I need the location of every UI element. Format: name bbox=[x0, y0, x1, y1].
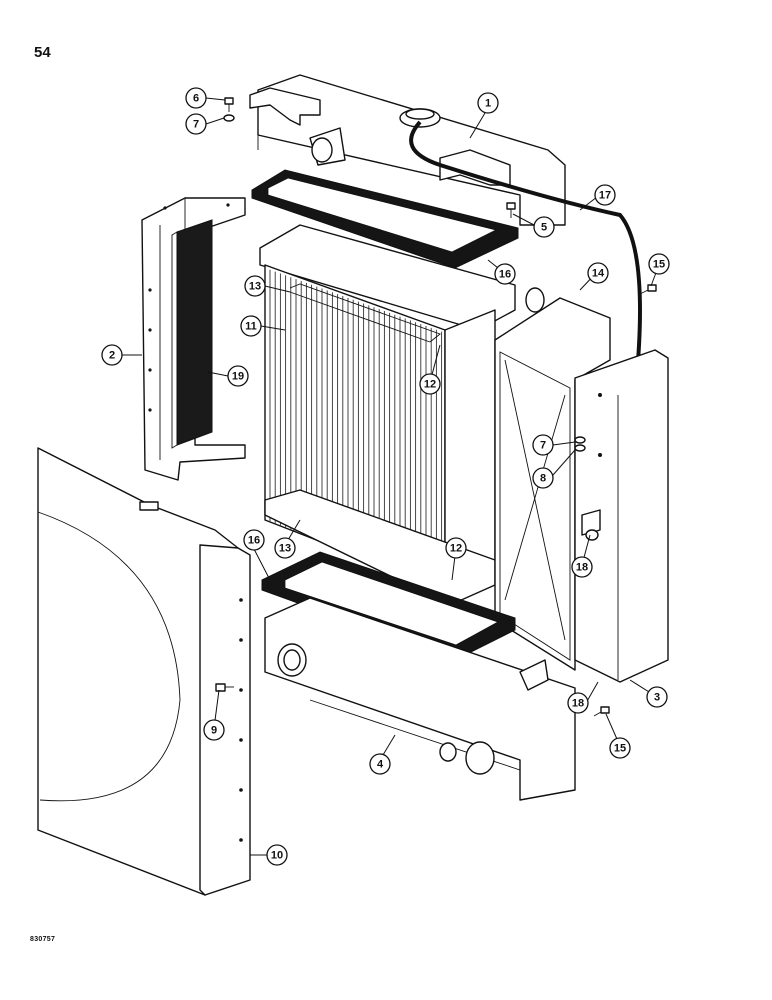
callout-circle bbox=[587, 262, 609, 284]
callout-18: 18 bbox=[571, 556, 593, 578]
callout-label: 18 bbox=[572, 698, 584, 710]
callout-label: 16 bbox=[499, 269, 511, 281]
callout-label: 13 bbox=[249, 281, 261, 293]
callout-label: 14 bbox=[592, 268, 605, 280]
callout-label: 10 bbox=[271, 850, 283, 862]
callout-9: 9 bbox=[203, 719, 225, 741]
callout-2: 2 bbox=[101, 344, 123, 366]
callout-17: 17 bbox=[594, 184, 616, 206]
callout-circle bbox=[185, 87, 207, 109]
callout-label: 3 bbox=[654, 692, 660, 704]
fastener-upper bbox=[639, 284, 657, 295]
callout-circle bbox=[266, 844, 288, 866]
callout-circle bbox=[609, 737, 631, 759]
callout-13: 13 bbox=[274, 537, 296, 559]
callout-3: 3 bbox=[646, 686, 668, 708]
callout-circle bbox=[243, 529, 265, 551]
fan-shroud bbox=[37, 447, 251, 896]
callout-circle bbox=[477, 92, 499, 114]
overflow-hose bbox=[409, 120, 642, 396]
lower-gasket bbox=[261, 551, 516, 661]
callout-13: 13 bbox=[244, 275, 266, 297]
callout-15: 15 bbox=[648, 253, 670, 275]
callout-12: 12 bbox=[419, 373, 441, 395]
callout-label: 11 bbox=[245, 321, 257, 333]
callout-6: 6 bbox=[185, 87, 207, 109]
shroud-bolt bbox=[215, 683, 234, 692]
callout-16: 16 bbox=[243, 529, 265, 551]
callout-circle bbox=[445, 537, 467, 559]
side-washers bbox=[574, 436, 586, 452]
radiator-core bbox=[259, 224, 516, 606]
callout-label: 13 bbox=[279, 543, 291, 555]
page-number: 54 bbox=[34, 44, 51, 61]
callout-label: 6 bbox=[193, 93, 199, 105]
callout-circle bbox=[244, 275, 266, 297]
callout-circle bbox=[369, 753, 391, 775]
side-plate bbox=[574, 349, 669, 683]
callout-4: 4 bbox=[369, 753, 391, 775]
callout-label: 7 bbox=[193, 119, 199, 131]
callout-label: 19 bbox=[232, 371, 244, 383]
callout-circle bbox=[240, 315, 262, 337]
callout-circle bbox=[594, 184, 616, 206]
callout-label: 9 bbox=[211, 725, 217, 737]
callout-15: 15 bbox=[609, 737, 631, 759]
callout-label: 1 bbox=[485, 98, 491, 110]
callout-circle bbox=[227, 365, 249, 387]
callout-circle bbox=[101, 344, 123, 366]
callout-circle bbox=[571, 556, 593, 578]
callout-label: 8 bbox=[540, 473, 546, 485]
callout-circle bbox=[532, 434, 554, 456]
callout-7: 7 bbox=[185, 113, 207, 135]
callout-circle bbox=[567, 692, 589, 714]
callout-label: 12 bbox=[424, 379, 436, 391]
callout-label: 5 bbox=[541, 222, 547, 234]
callout-7: 7 bbox=[532, 434, 554, 456]
callout-circle bbox=[494, 263, 516, 285]
callout-18: 18 bbox=[567, 692, 589, 714]
callout-circle bbox=[203, 719, 225, 741]
gasket-bolt bbox=[506, 202, 516, 218]
fastener-lower bbox=[593, 706, 610, 717]
bottom-tank bbox=[264, 597, 576, 801]
callout-label: 12 bbox=[450, 543, 462, 555]
callout-5: 5 bbox=[533, 216, 555, 238]
callout-14: 14 bbox=[587, 262, 609, 284]
top-tank-bolt bbox=[223, 97, 235, 122]
callout-circle bbox=[646, 686, 668, 708]
callout-11: 11 bbox=[240, 315, 262, 337]
callout-circle bbox=[532, 467, 554, 489]
drawing-id: 830757 bbox=[30, 936, 56, 943]
callout-label: 4 bbox=[377, 759, 384, 771]
side-tank bbox=[494, 287, 611, 671]
callout-label: 7 bbox=[540, 440, 546, 452]
callout-10: 10 bbox=[266, 844, 288, 866]
callout-circle bbox=[185, 113, 207, 135]
callout-circle bbox=[274, 537, 296, 559]
callout-label: 2 bbox=[109, 350, 115, 362]
callout-circle bbox=[419, 373, 441, 395]
callout-16: 16 bbox=[494, 263, 516, 285]
callout-label: 18 bbox=[576, 562, 588, 574]
callout-label: 15 bbox=[614, 743, 626, 755]
callout-12: 12 bbox=[445, 537, 467, 559]
upper-gasket bbox=[251, 169, 519, 269]
callout-circle bbox=[533, 216, 555, 238]
callout-1: 1 bbox=[477, 92, 499, 114]
callout-label: 17 bbox=[599, 190, 611, 202]
callout-label: 16 bbox=[248, 535, 260, 547]
callout-8: 8 bbox=[532, 467, 554, 489]
baffle-seal bbox=[171, 219, 213, 449]
top-tank bbox=[249, 74, 566, 226]
callout-19: 19 bbox=[227, 365, 249, 387]
callout-label: 15 bbox=[653, 259, 665, 271]
callout-circle bbox=[648, 253, 670, 275]
